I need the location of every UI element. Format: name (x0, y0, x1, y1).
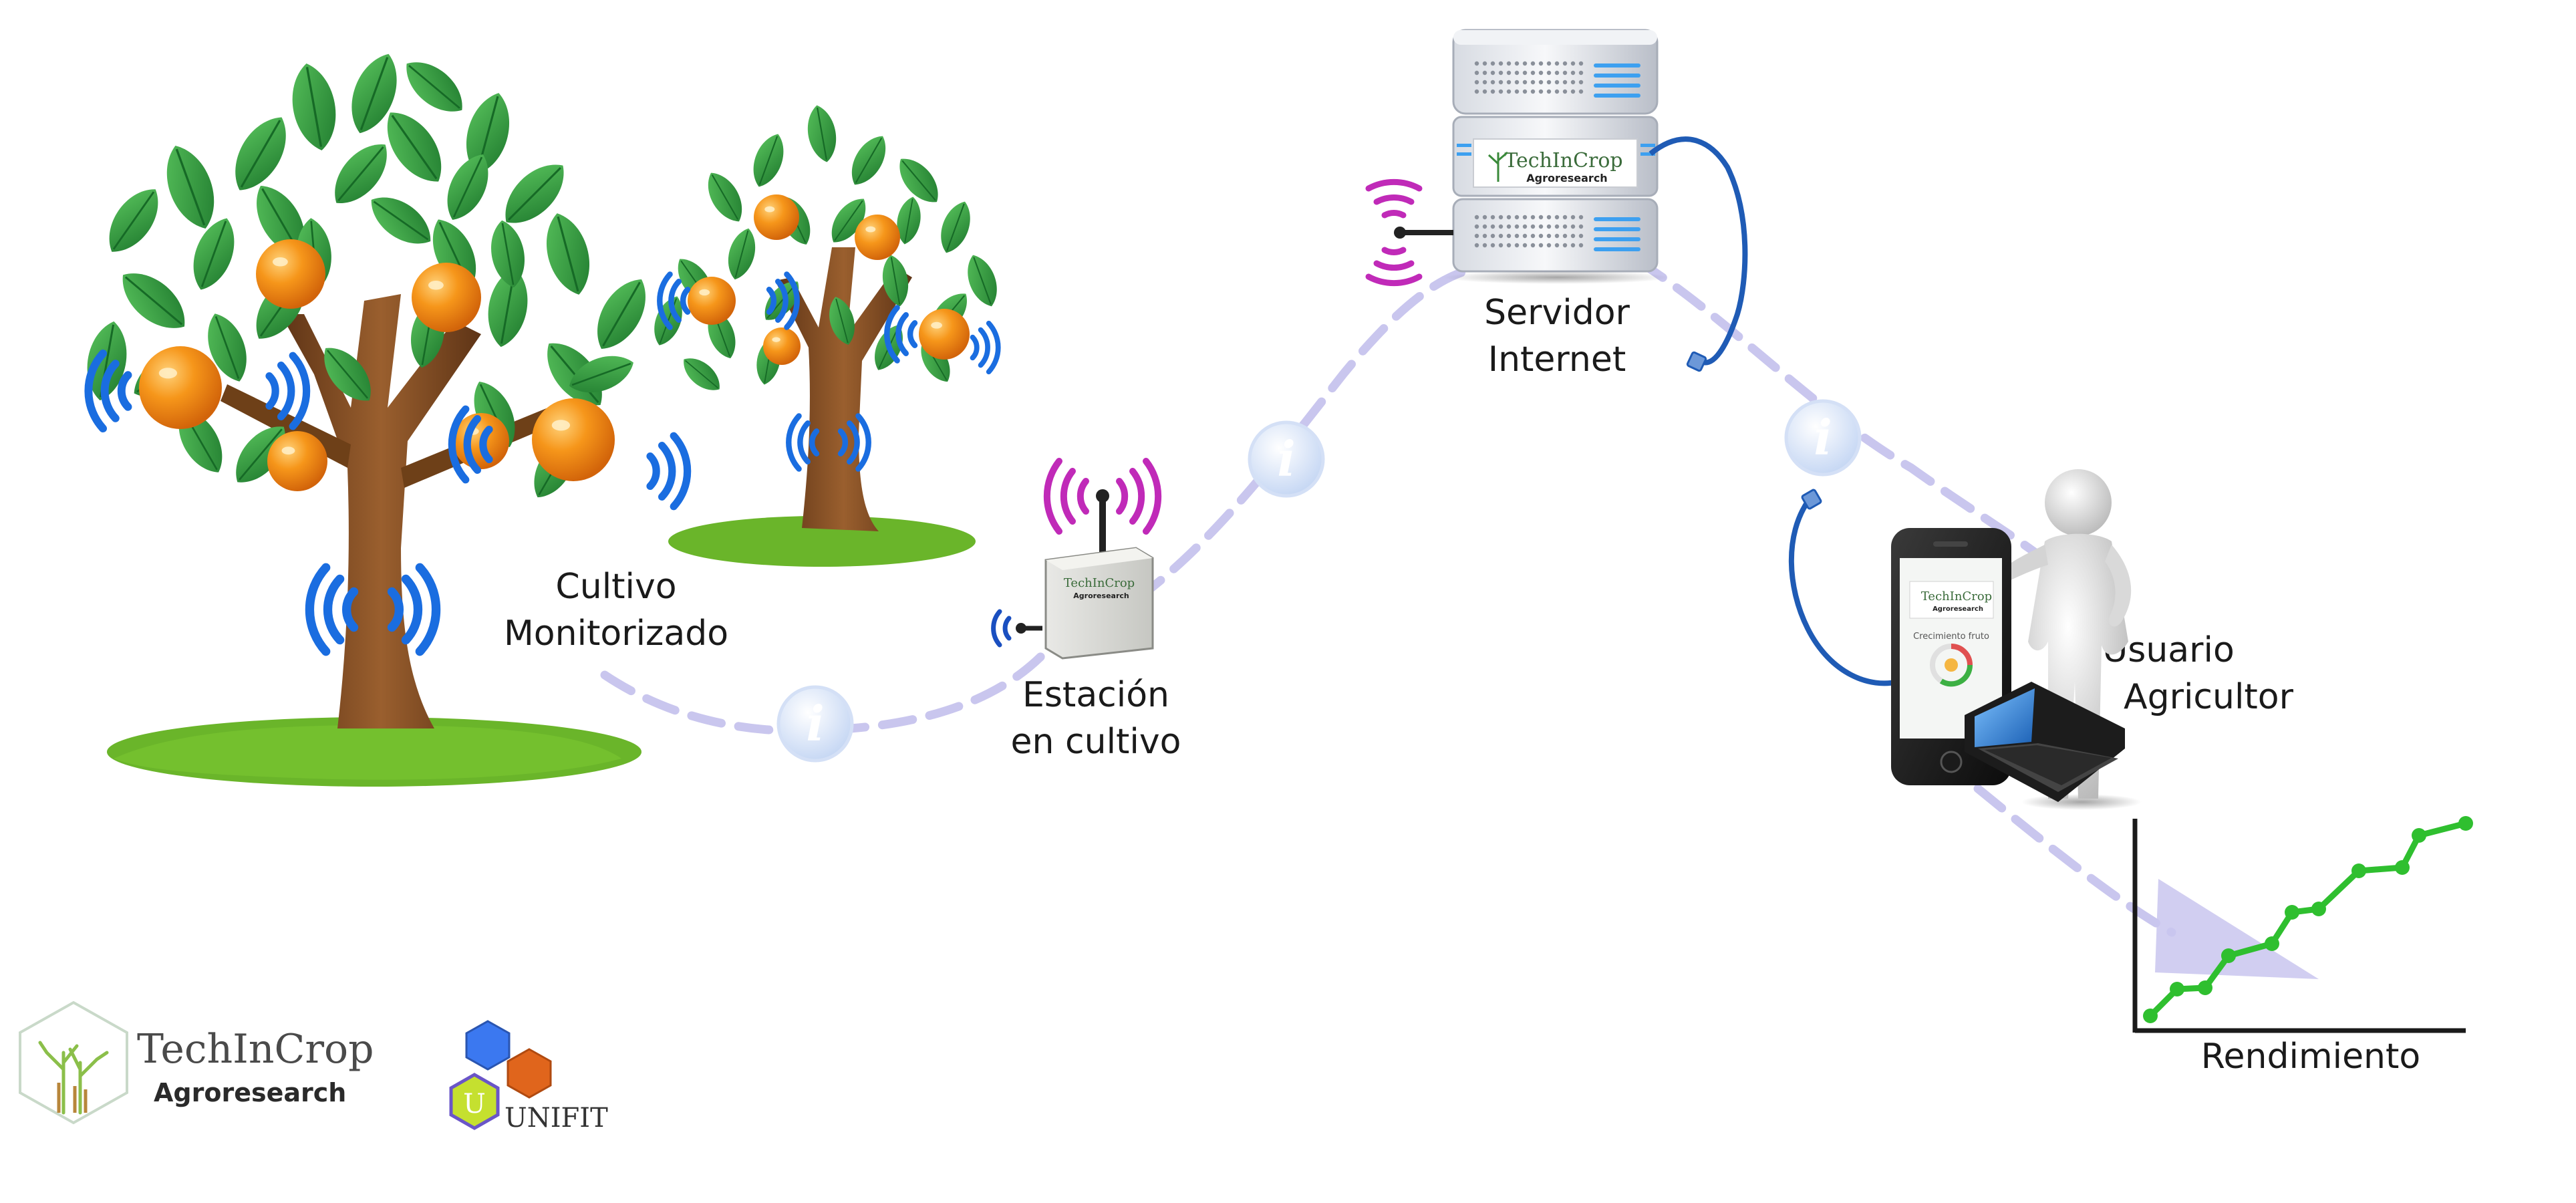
leaf (708, 172, 742, 222)
leaf (387, 112, 442, 182)
info-icon: i (776, 685, 854, 763)
crop-label-line1: Cultivo (555, 567, 676, 607)
station-brand-name: TechInCrop (1064, 576, 1135, 590)
phone-brand-sub: Agroresearch (1933, 606, 1983, 613)
weather-station-icon: TechInCrop Agroresearch (991, 458, 1162, 660)
leaf (569, 356, 633, 393)
server-label-line1: Servidor (1484, 293, 1630, 333)
info-icon-glyph: i (1277, 430, 1295, 487)
network-cable (1788, 498, 1898, 686)
orange-fruit (412, 263, 481, 332)
leaf (208, 313, 247, 382)
orange-fruit (267, 431, 327, 491)
tree-icon (87, 53, 646, 787)
leaf (193, 218, 235, 290)
orange-fruit (754, 194, 799, 240)
server-brand-sub: Agroresearch (1526, 172, 1607, 184)
growth-chart-icon (2132, 816, 2473, 1033)
leaf (941, 201, 970, 253)
unifit-logo-letter: U (463, 1089, 486, 1119)
user-label-line2: Agricultor (2124, 677, 2294, 717)
leaf (236, 426, 285, 483)
leaf (122, 273, 185, 328)
leaf (166, 145, 214, 229)
leaf (324, 348, 371, 401)
leaf (335, 144, 387, 203)
phone-screen-caption: Crecimiento fruto (1913, 632, 1989, 642)
leaf (684, 358, 720, 390)
leaf (851, 136, 886, 185)
leaf (807, 105, 837, 162)
leaf (235, 117, 286, 190)
orange-fruit (139, 346, 222, 429)
crop-label-line2: Monitorizado (504, 614, 728, 654)
orange-fruit (919, 309, 970, 360)
laptop-icon (1965, 682, 2125, 802)
leaf (829, 297, 855, 345)
tree-icon (654, 105, 997, 567)
leaf (728, 228, 756, 280)
leaf (753, 134, 784, 187)
unifit-logo: U UNIFIT (449, 1020, 608, 1133)
leaf (597, 279, 646, 349)
server-brand-name: TechInCrop (1504, 149, 1622, 172)
leaf (831, 198, 866, 243)
techincrop-logo-sub: Agroresearch (154, 1078, 346, 1107)
leaf (882, 255, 909, 307)
station-brand-sub: Agroresearch (1073, 591, 1129, 600)
server-label-line2: Internet (1488, 340, 1626, 380)
wifi-wave-icon (1365, 178, 1423, 287)
data-flow-path (600, 256, 2176, 937)
phone-brand-name: TechInCrop (1921, 589, 1992, 604)
leaf (546, 213, 590, 295)
wifi-wave-icon (1043, 458, 1162, 535)
leaf (406, 62, 462, 112)
info-icon: i (1784, 399, 1862, 477)
leaf (897, 196, 921, 245)
leaf (351, 53, 397, 134)
orange-fruit (688, 277, 736, 325)
leaf (109, 189, 158, 252)
info-icon-glyph: i (806, 695, 824, 752)
techincrop-logo-name: TechInCrop (137, 1026, 374, 1073)
performance-label: Rendimiento (2201, 1037, 2420, 1077)
orange-fruit (763, 327, 801, 365)
unifit-logo-name: UNIFIT (505, 1103, 608, 1133)
leaf (505, 164, 564, 223)
station-label-line1: Estación (1022, 675, 1169, 715)
leaf (371, 197, 431, 244)
leaf (447, 154, 488, 220)
leaf (292, 63, 336, 150)
tree-icon (1487, 151, 1508, 182)
orange-fruit (855, 215, 900, 260)
orange-fruit (532, 398, 615, 481)
leaf (899, 158, 938, 203)
techincrop-logo: TechInCrop Agroresearch (19, 1000, 374, 1125)
network-cable (1649, 136, 1748, 366)
leaf (491, 220, 525, 288)
orange-fruit (256, 239, 325, 309)
server-icon: TechInCrop Agroresearch (1365, 29, 1748, 372)
leaf (968, 255, 997, 307)
station-label-line2: en cultivo (1011, 722, 1181, 762)
info-icon-glyph: i (1814, 409, 1832, 466)
info-icon: i (1248, 420, 1325, 498)
wifi-wave-icon (84, 271, 1001, 656)
data-flow-arrowhead (2155, 879, 2319, 979)
